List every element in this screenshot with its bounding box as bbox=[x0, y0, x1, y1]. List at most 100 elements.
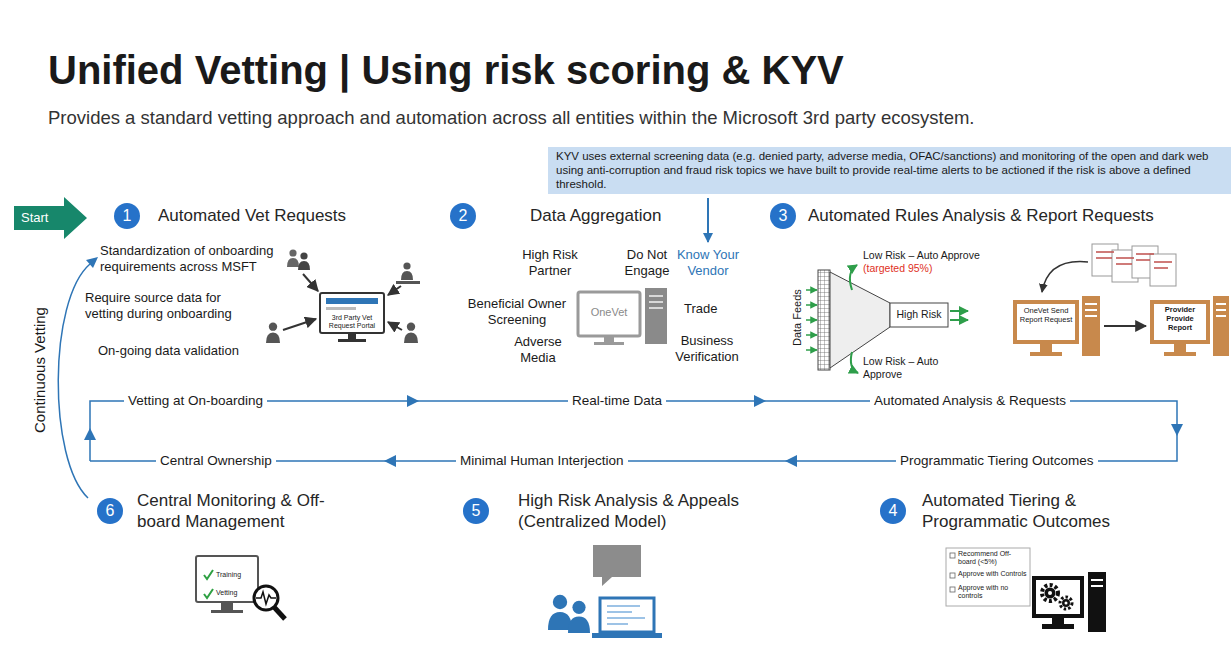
report-computers bbox=[1150, 300, 1210, 344]
page-subtitle: Provides a standard vetting approach and… bbox=[48, 107, 975, 129]
funnel bbox=[806, 319, 817, 321]
portal-illustration bbox=[388, 286, 401, 295]
step-number: 5 bbox=[463, 498, 489, 524]
data-source: High Risk Partner bbox=[512, 247, 588, 278]
monitoring-illustration bbox=[204, 589, 213, 598]
onevet-computer bbox=[578, 288, 667, 345]
loop-label: Vetting at On-boarding bbox=[124, 393, 267, 409]
portal-illustration bbox=[396, 281, 420, 284]
monitoring-illustration bbox=[221, 602, 233, 610]
checklist-item: Approve with Controls bbox=[958, 570, 1028, 578]
funnel bbox=[890, 303, 948, 327]
vetting-loop bbox=[785, 455, 797, 467]
data-source: Do Not Engage bbox=[610, 247, 684, 278]
report-computers bbox=[1017, 304, 1075, 340]
report-documents bbox=[1042, 244, 1176, 292]
portal-illustration bbox=[348, 333, 356, 339]
monitoring-illustration bbox=[196, 556, 258, 602]
report-computers bbox=[1082, 296, 1100, 356]
portal-illustration bbox=[303, 274, 318, 291]
report-computers bbox=[1216, 304, 1226, 316]
portal-illustration bbox=[388, 322, 402, 330]
start-arrow-shape bbox=[14, 197, 87, 239]
tiering-illustration bbox=[950, 587, 955, 592]
appeals-illustration bbox=[548, 595, 572, 630]
portal-illustration bbox=[326, 307, 356, 310]
portal-illustration bbox=[401, 262, 413, 280]
step-heading: Automated Vet Requests bbox=[158, 205, 346, 226]
loop-label: Real-time Data bbox=[568, 393, 666, 409]
loop-label: Programmatic Tiering Outcomes bbox=[896, 453, 1098, 469]
funnel bbox=[830, 272, 890, 368]
funnel bbox=[950, 310, 968, 312]
appeals-illustration bbox=[568, 601, 590, 633]
page-title: Unified Vetting | Using risk scoring & K… bbox=[48, 46, 844, 94]
tiering-illustration bbox=[1034, 578, 1082, 616]
loop-label: Central Ownership bbox=[156, 453, 276, 469]
step: 6 Central Monitoring & Off-board Manageme… bbox=[97, 490, 332, 533]
tiering-illustration bbox=[1062, 599, 1070, 607]
report-documents bbox=[1096, 252, 1172, 268]
report-computers bbox=[1030, 352, 1062, 356]
step: 4Automated Tiering & Programmatic Outcom… bbox=[880, 490, 1127, 533]
data-source: Business Verification bbox=[664, 333, 750, 364]
monitoring-illustration bbox=[274, 607, 285, 619]
vetting-loop bbox=[1171, 424, 1183, 436]
onevet-computer bbox=[649, 307, 663, 309]
data-source: Adverse Media bbox=[500, 334, 576, 365]
report-computers bbox=[1013, 300, 1079, 344]
monitoring-illustration bbox=[196, 556, 285, 619]
portal-illustration bbox=[326, 298, 378, 304]
onevet-computer bbox=[604, 336, 614, 342]
axis-label: Data Feeds bbox=[791, 288, 804, 348]
vetting-loop bbox=[90, 401, 1177, 461]
funnel bbox=[950, 319, 968, 321]
step-number: 6 bbox=[97, 498, 123, 524]
appeals-illustration bbox=[593, 545, 641, 586]
step-number: 2 bbox=[450, 203, 476, 229]
step-number: 1 bbox=[114, 203, 140, 229]
loop-label: Minimal Human Interjection bbox=[456, 453, 628, 469]
step: 2Data Aggregation bbox=[450, 203, 661, 229]
tiering-illustration bbox=[1065, 602, 1068, 605]
onevet-computer bbox=[649, 295, 663, 297]
tiering-illustration bbox=[946, 548, 1030, 606]
start-label: Start bbox=[14, 197, 87, 239]
screen-label: Vetting bbox=[216, 589, 237, 597]
report-computers bbox=[1164, 352, 1196, 356]
appeals-illustration bbox=[548, 545, 662, 638]
requirement-note: Require source data for vetting during o… bbox=[85, 290, 257, 321]
report-computers bbox=[1213, 296, 1229, 356]
requirement-note: Standardization of onboarding requiremen… bbox=[100, 243, 282, 274]
step-number: 3 bbox=[770, 203, 796, 229]
requirement-note: On-going data validation bbox=[98, 343, 239, 359]
step-heading: Central Monitoring & Off-board Managemen… bbox=[137, 490, 332, 533]
target-note: (targeted 95%) bbox=[863, 262, 932, 275]
step: 3Automated Rules Analysis & Report Reque… bbox=[770, 203, 1154, 229]
kyv-callout: KYV uses external screening data (e.g. d… bbox=[548, 147, 1231, 194]
funnel bbox=[850, 265, 857, 290]
tiering-illustration bbox=[1042, 585, 1058, 601]
portal-illustration bbox=[320, 293, 384, 333]
tiering-illustration bbox=[1088, 572, 1106, 632]
funnel-label: High Risk bbox=[890, 308, 948, 321]
step: 1 Automated Vet Requests bbox=[114, 203, 346, 229]
monitoring-illustration bbox=[211, 610, 243, 613]
data-source: Know Your Vendor bbox=[670, 247, 746, 278]
tiering-illustration bbox=[1091, 580, 1103, 586]
step-heading: High Risk Analysis & Appeals (Centralize… bbox=[518, 490, 770, 533]
vetting-loop bbox=[407, 395, 419, 407]
portal-illustration bbox=[338, 339, 366, 342]
monitoring-illustration bbox=[256, 592, 276, 604]
data-source: Trade bbox=[684, 301, 717, 317]
portal-illustration bbox=[287, 249, 299, 267]
funnel bbox=[806, 304, 817, 306]
funnel bbox=[818, 270, 830, 370]
checklist-item: Recommend Off-board (<5%) bbox=[958, 550, 1028, 567]
screen-label: OneVet Send Report Request bbox=[1017, 306, 1075, 324]
report-computers bbox=[1040, 344, 1052, 352]
portal-label: 3rd Party Vet Request Portal bbox=[322, 314, 382, 331]
screen-label: OneVet bbox=[582, 306, 636, 319]
